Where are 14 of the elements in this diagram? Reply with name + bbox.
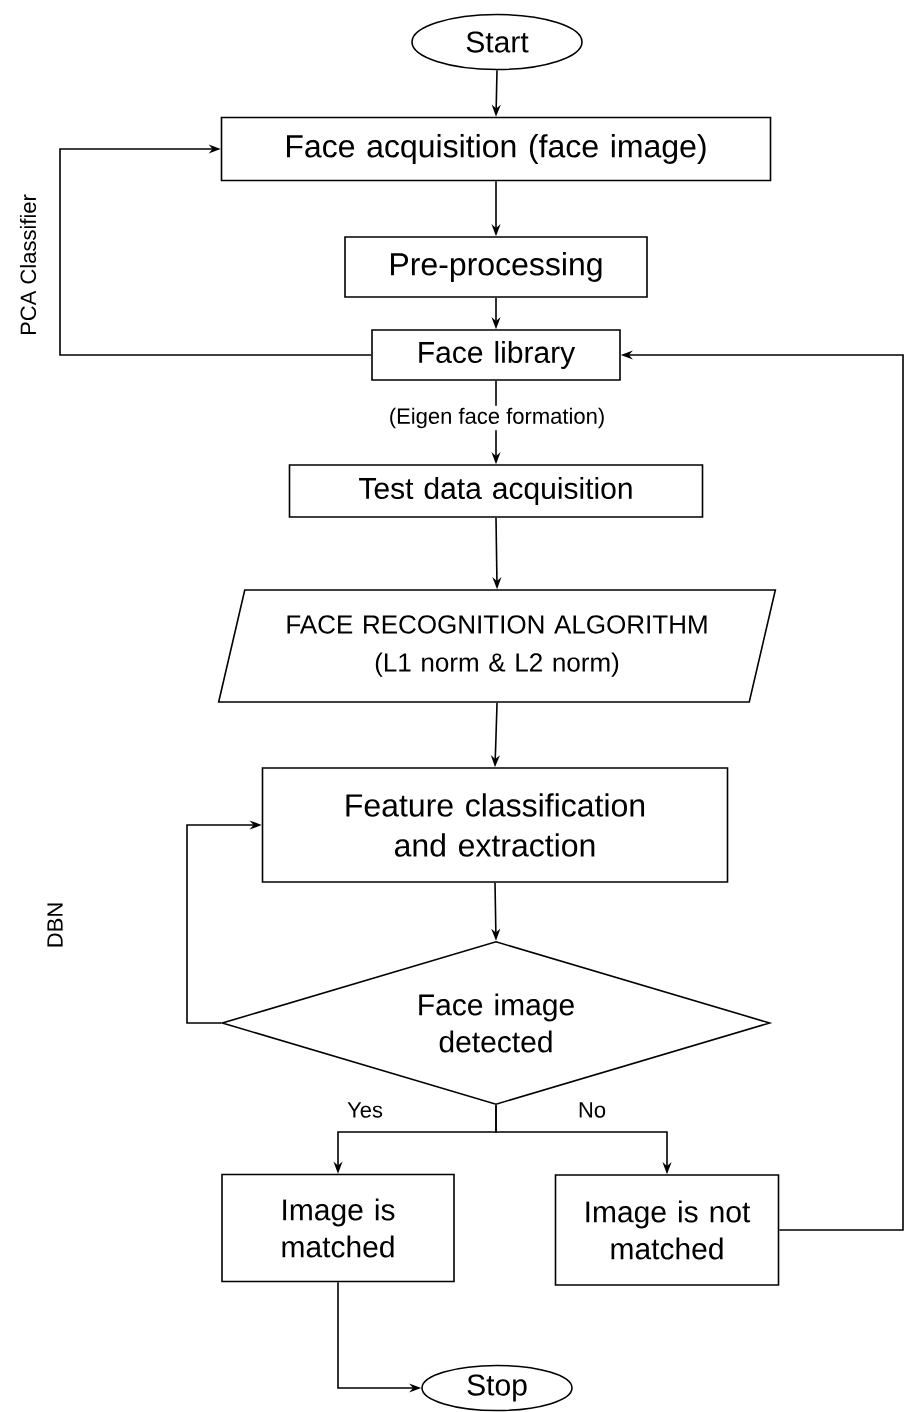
side-label: DBN [47,903,63,947]
parallelogram-box: FACE RECOGNITION ALGORITHM (L1 norm & L2 norm) [217,589,777,703]
process-box: Feature classification and extraction [261,767,729,883]
process-box: Face acquisition (face image) [220,116,772,182]
process-box: Pre-processing [344,236,648,298]
process-box: Image is not matched [554,1174,780,1286]
process-box: Image is matched [221,1173,455,1283]
process-box: Face library [371,329,621,381]
terminal-oval: Stop [421,1364,573,1412]
edge-label: (Eigen face formation) [386,405,608,431]
terminal-oval: Start [411,13,583,71]
arrow [59,144,372,356]
process-box: Test data acquisition [288,464,704,518]
side-label: PCA Classifier [19,194,37,335]
